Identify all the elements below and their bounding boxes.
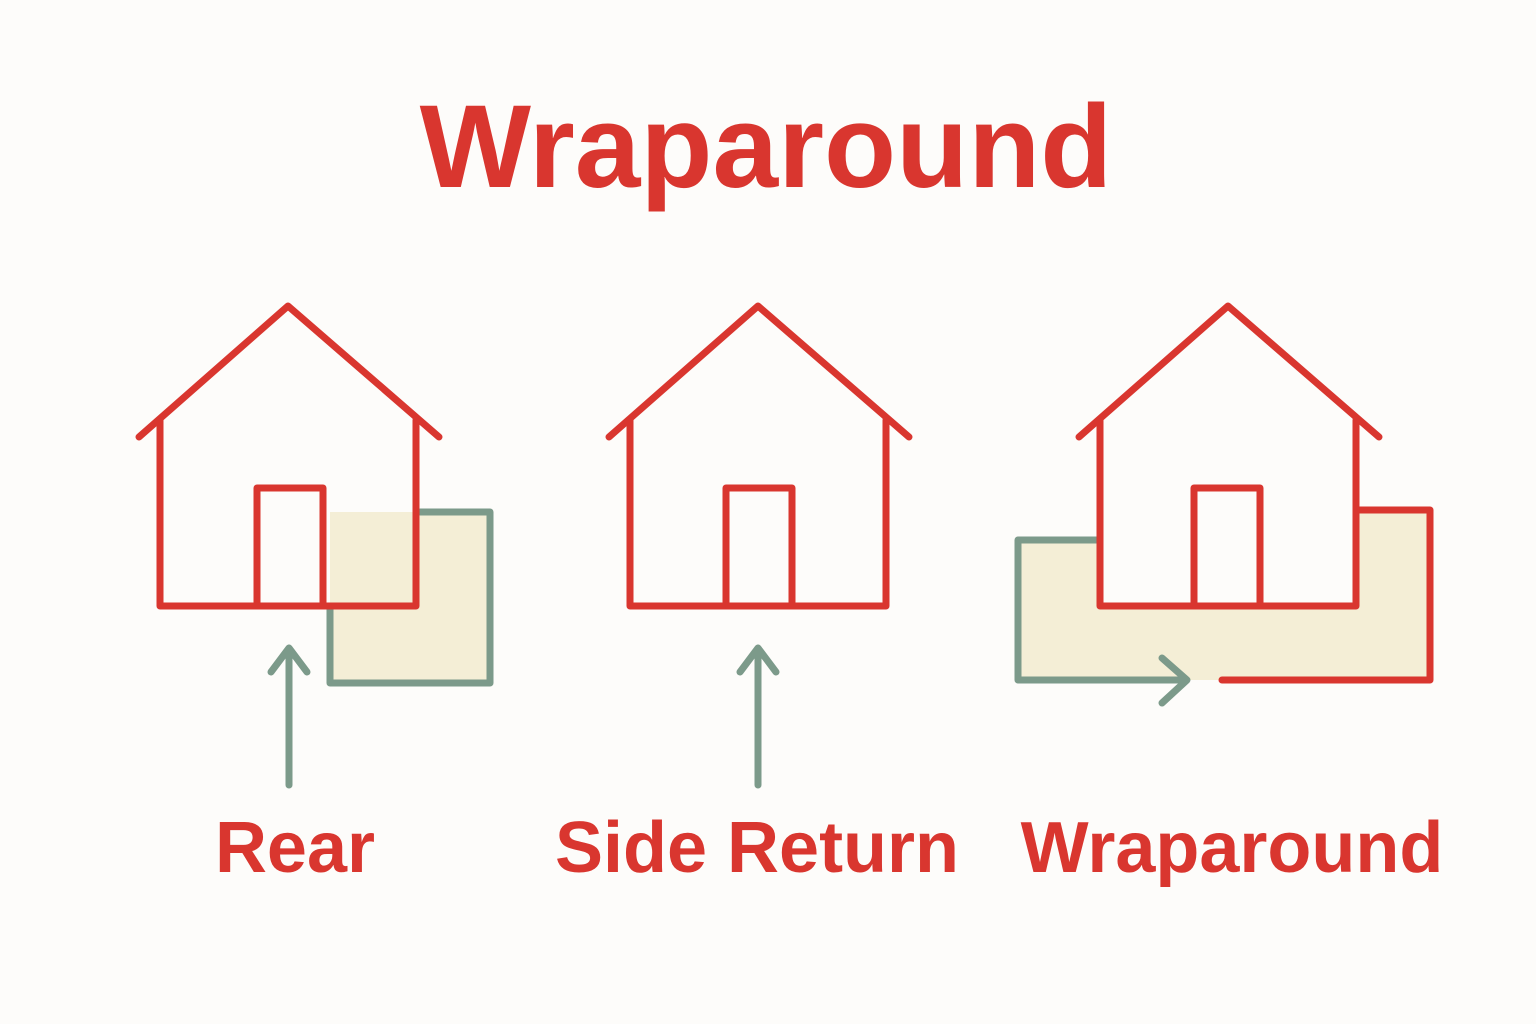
house-icon (605, 302, 913, 610)
panel-label-side-return: Side Return (555, 808, 959, 888)
panel-label-wraparound: Wraparound (1021, 808, 1444, 888)
diagram-title: Wraparound (420, 81, 1113, 213)
wraparound-extension-fill (1018, 510, 1430, 680)
arrow-right-icon (1158, 654, 1191, 707)
arrow-up-icon (736, 644, 780, 789)
rear-extension-fill (330, 512, 490, 683)
arrow-up-icon (267, 644, 311, 789)
house-icon (135, 302, 443, 610)
wraparound-extension-outline (1014, 536, 1189, 684)
wraparound-extension-red-outline (1218, 506, 1434, 684)
rear-extension-outline (326, 508, 494, 687)
house-icon (1075, 302, 1383, 610)
panel-side-return: Side Return (555, 302, 959, 888)
panel-wraparound: Wraparound (1014, 302, 1444, 888)
panel-label-rear: Rear (215, 808, 375, 888)
panel-rear: Rear (135, 302, 494, 888)
